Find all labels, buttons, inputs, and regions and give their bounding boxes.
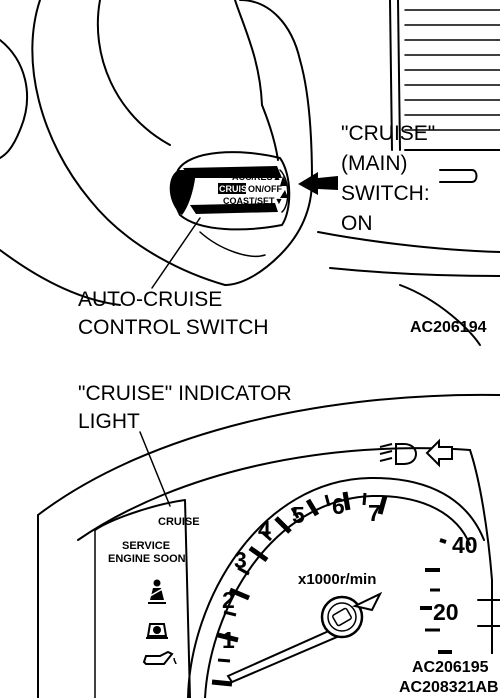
indicator-callout-line2: LIGHT <box>78 410 140 433</box>
turn-signal-arrow-icon <box>425 438 453 468</box>
service-lamp-line1: SERVICE <box>122 540 170 552</box>
switch-label-cruise: CRUISE <box>219 184 253 194</box>
steering-wheel-drawing <box>0 0 500 346</box>
headlamp-icon <box>379 443 418 465</box>
tach-number-2: 2 <box>222 587 235 613</box>
control-switch-leader-line <box>151 217 201 289</box>
figure-code-top: AC206194 <box>410 319 487 336</box>
tach-number-5: 5 <box>292 502 305 528</box>
main-switch-callout-line1: "CRUISE" <box>341 122 435 145</box>
speedo-number-40: 40 <box>452 532 478 558</box>
figure-code-bottom-1: AC206195 <box>412 659 489 676</box>
control-switch-callout-line2: CONTROL SWITCH <box>78 316 269 339</box>
switch-label-acc-res: ACC/RES▲ <box>232 172 281 182</box>
indicator-callout-line1: "CRUISE" INDICATOR <box>78 382 292 405</box>
main-switch-pointer-arrow <box>298 172 338 195</box>
main-switch-callout: "CRUISE" (MAIN) SWITCH: ON <box>341 122 435 235</box>
main-switch-callout-line3: SWITCH: <box>341 182 430 205</box>
speedometer: 40 20 <box>420 532 500 654</box>
cruise-indicator-callout: "CRUISE" INDICATOR LIGHT <box>78 382 292 433</box>
tachometer-needle <box>226 591 383 684</box>
instrument-cluster-drawing <box>37 393 500 698</box>
tach-number-1: 1 <box>222 627 235 653</box>
service-lamp-line2: ENGINE SOON <box>108 553 186 565</box>
main-switch-callout-line2: (MAIN) <box>341 152 408 175</box>
tach-number-3: 3 <box>234 547 247 573</box>
figure-code-bottom-2: AC208321AB <box>399 679 499 696</box>
control-switch-callout: AUTO-CRUISE CONTROL SWITCH <box>78 288 269 339</box>
cruise-indicator-lamp: CRUISE <box>158 516 200 528</box>
figure-code-backing <box>408 654 500 698</box>
tach-number-6: 6 <box>332 493 345 519</box>
tach-number-4: 4 <box>258 516 271 542</box>
cruise-control-lever <box>169 166 282 215</box>
switch-label-coast-set: COAST/SET▼ <box>223 196 283 206</box>
control-switch-callout-line1: AUTO-CRUISE <box>78 288 222 311</box>
cruise-button-box <box>218 183 246 194</box>
tach-unit-label: x1000r/min <box>298 571 376 588</box>
indicator-leader-line <box>139 431 171 507</box>
switch-label-on-off: ON/OFF <box>248 184 282 194</box>
tachometer-ticks <box>211 491 388 687</box>
tach-number-7: 7 <box>368 500 381 526</box>
main-switch-callout-line4: ON <box>341 212 373 235</box>
tachometer-numerals: 1 2 3 4 5 6 7 <box>222 493 381 653</box>
oil-can-icon <box>142 650 177 665</box>
speedo-number-20: 20 <box>433 599 459 625</box>
airbag-icon <box>146 623 168 639</box>
seatbelt-icon <box>148 579 166 604</box>
switch-face-labels: ACC/RES▲ CRUISE ON/OFF COAST/SET▼ <box>218 169 289 213</box>
